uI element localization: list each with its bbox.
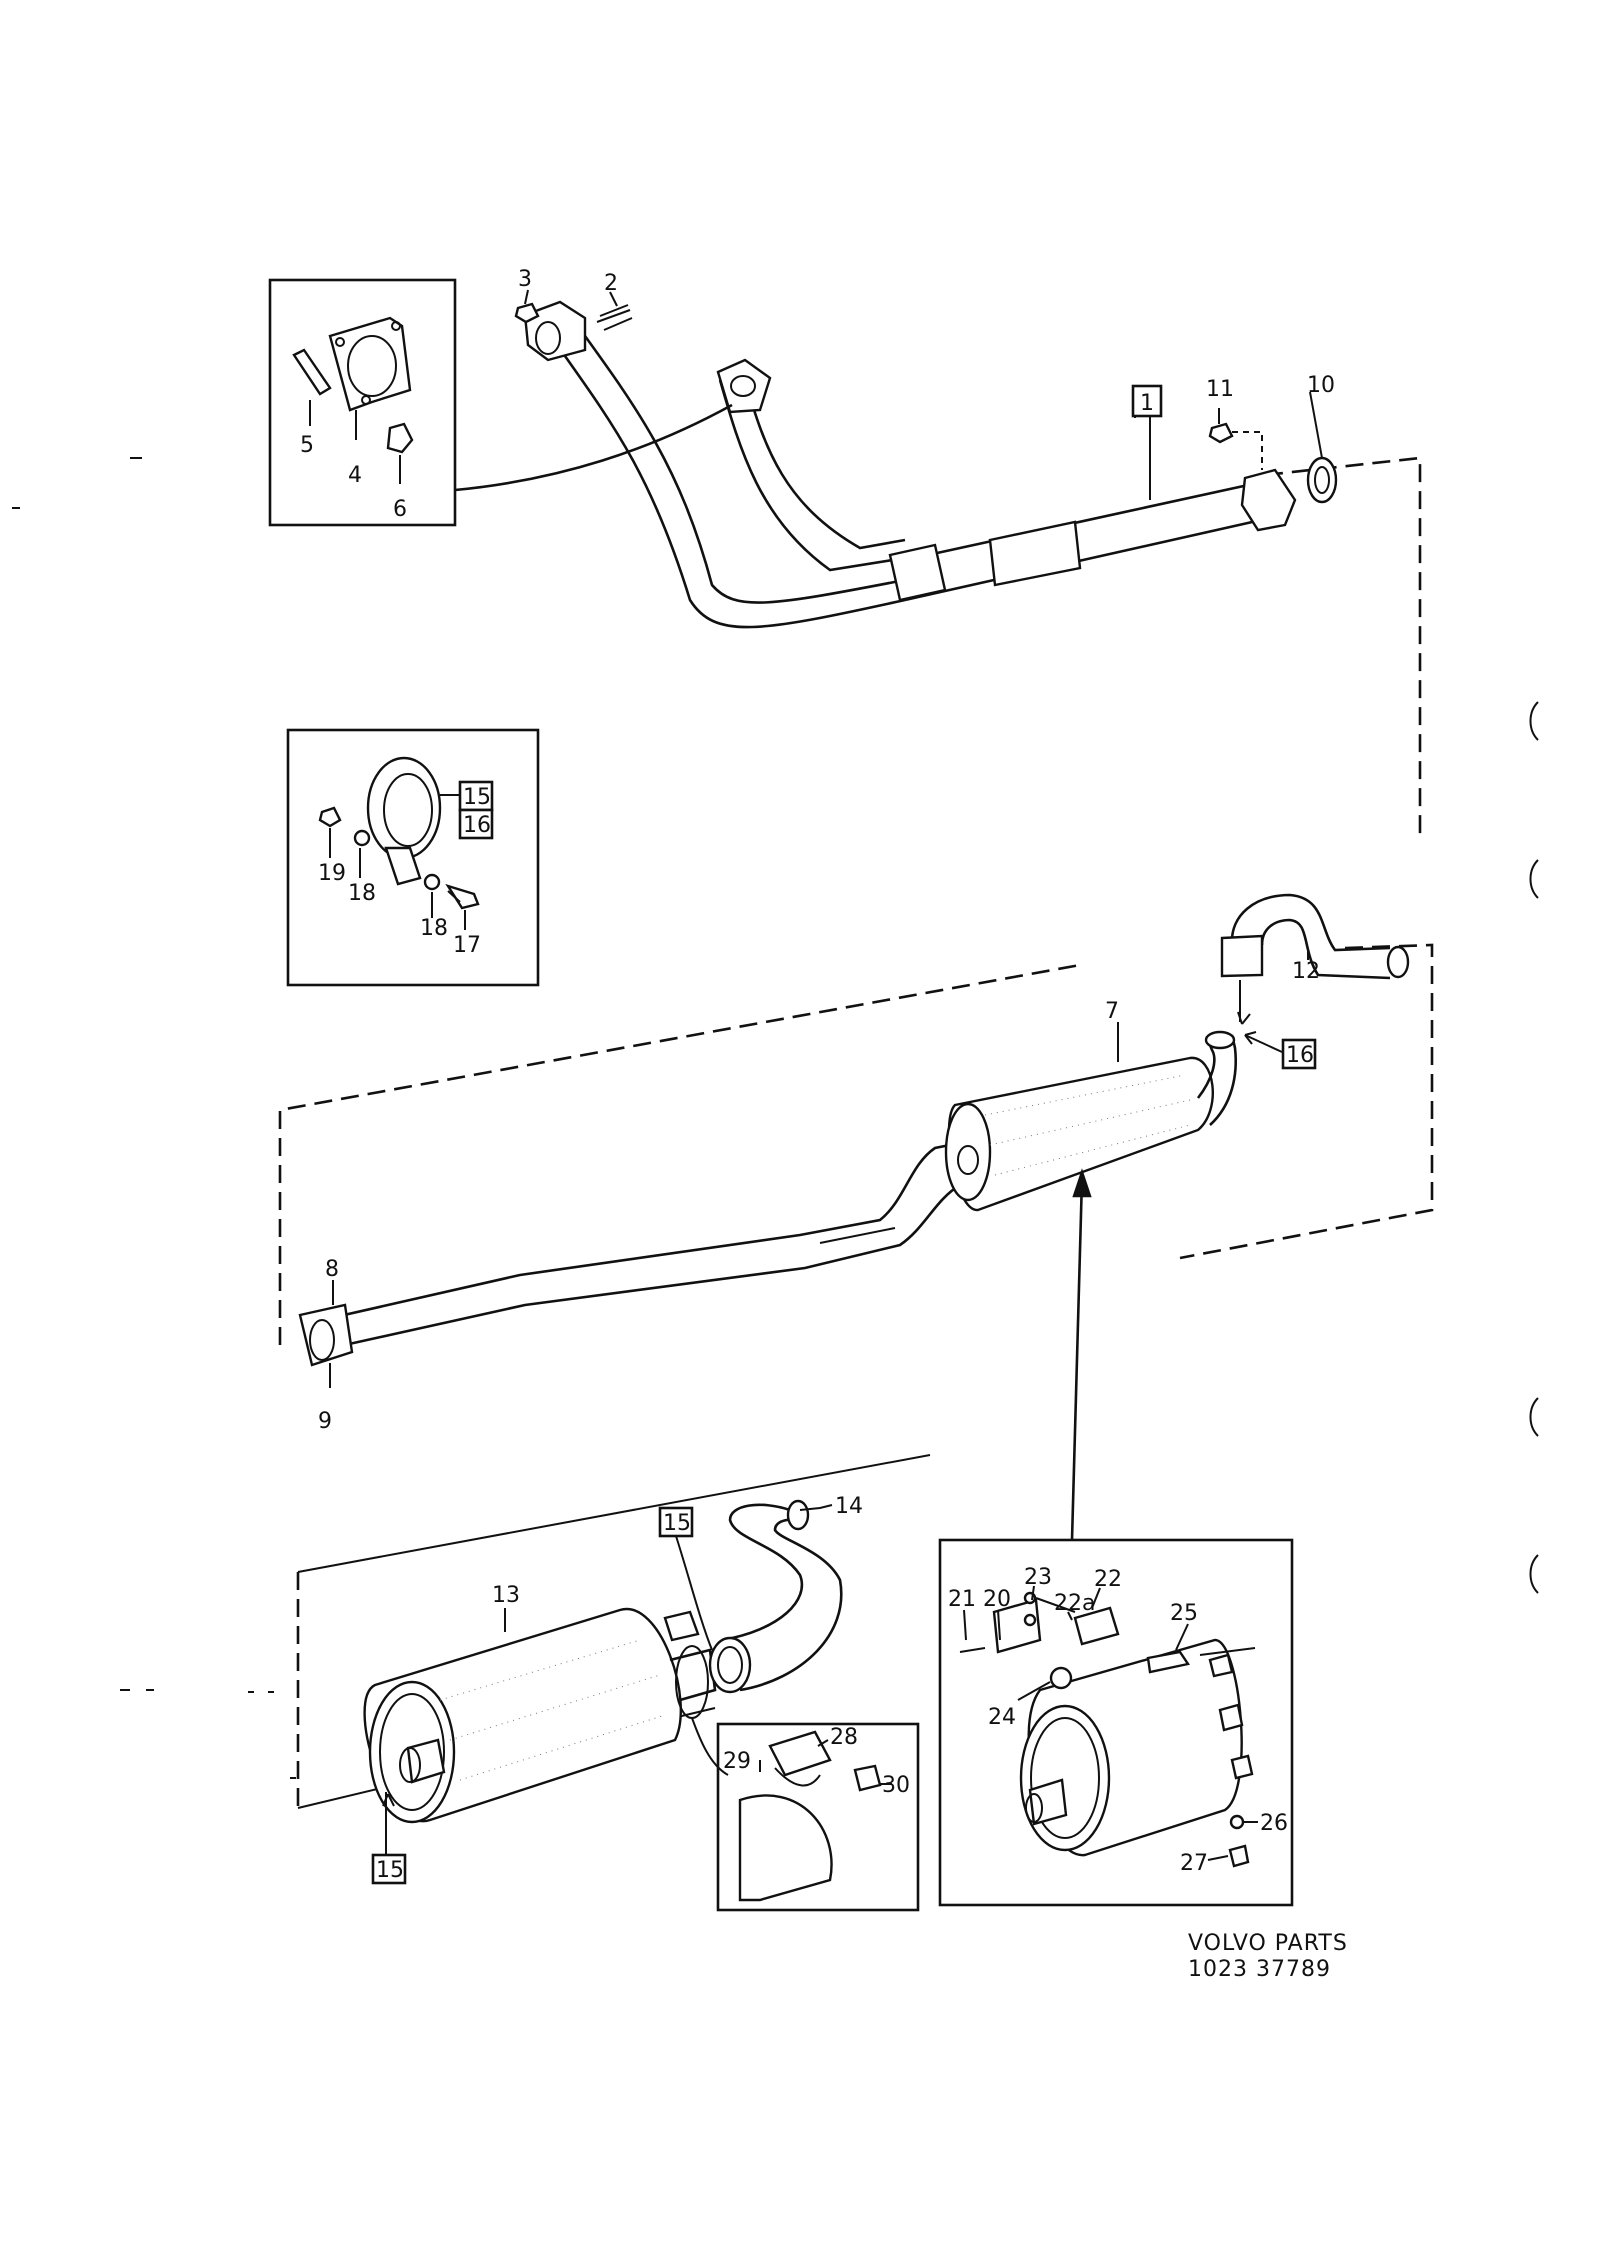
clip — [853, 1764, 882, 1792]
inset-hanger-detail: 29 28 30 — [691, 1717, 920, 1912]
inset-flange-detail: 5 4 6 — [268, 278, 733, 527]
clamp-lug — [384, 846, 422, 886]
callout-26: 26 — [1260, 1811, 1288, 1836]
footer-brand: VOLVO PARTS — [1188, 1931, 1348, 1956]
gasket-ring — [1306, 456, 1338, 504]
detail-arrow — [1070, 1177, 1084, 1541]
bolt — [1228, 1844, 1250, 1868]
callout-28: 28 — [830, 1725, 858, 1750]
washer — [423, 873, 441, 891]
binder-marks — [12, 457, 1539, 1779]
callout-16-pipe: 16 — [1286, 1043, 1314, 1068]
inset-connector-line — [454, 403, 733, 492]
callout-21: 21 — [948, 1587, 976, 1612]
front-pipe-section: 1 2 3 10 11 — [514, 267, 1422, 835]
callout-box-15 — [658, 1506, 694, 1538]
inset-muffler-mount-detail: 21 20 23 22a 22 25 24 26 27 — [938, 1538, 1294, 1907]
intermediate-pipe-section: 7 12 8 9 16 — [278, 893, 1434, 1541]
callout-2: 2 — [604, 271, 618, 296]
inset-clamp-detail: 15 16 19 18 18 17 — [286, 728, 540, 987]
callout-14: 14 — [835, 1494, 863, 1519]
bolt — [596, 309, 631, 323]
callout-29: 29 — [723, 1749, 751, 1774]
nut — [1208, 422, 1234, 444]
callout-30: 30 — [882, 1773, 910, 1798]
exhaust-flange — [716, 358, 772, 414]
callout-23: 23 — [1024, 1565, 1052, 1590]
callout-18: 18 — [348, 881, 376, 906]
pipe-end-flange — [1240, 468, 1297, 532]
pipe-hanger-bracket — [888, 543, 947, 602]
callout-22: 22 — [1094, 1567, 1122, 1592]
callout-15: 15 — [463, 785, 491, 810]
callout-box-16 — [458, 808, 494, 840]
callout-7: 7 — [1105, 999, 1119, 1024]
washer — [353, 829, 371, 847]
rubber-hanger — [768, 1730, 832, 1777]
nut — [386, 422, 414, 454]
exhaust-flange — [523, 300, 587, 362]
mounting-plate — [992, 1598, 1042, 1654]
callout-box-1 — [1131, 384, 1163, 418]
callout-1: 1 — [1140, 391, 1154, 416]
muffler-end — [738, 1794, 833, 1902]
mount-clip — [1146, 1650, 1190, 1674]
callout-8: 8 — [325, 1257, 339, 1282]
callout-6: 6 — [393, 497, 407, 522]
callout-box-15 — [458, 780, 494, 812]
stud — [292, 348, 332, 396]
callout-9: 9 — [318, 1409, 332, 1434]
callout-19: 19 — [318, 861, 346, 886]
footer-part-code: 1023 37789 — [1188, 1957, 1331, 1982]
callout-15-bottom: 15 — [376, 1858, 404, 1883]
pipe-clamp — [1220, 934, 1264, 978]
callout-18-second: 18 — [420, 916, 448, 941]
exhaust-clamp-ring — [366, 756, 442, 860]
callout-4: 4 — [348, 463, 362, 488]
callout-10: 10 — [1307, 373, 1335, 398]
callout-27: 27 — [1180, 1851, 1208, 1876]
nut — [514, 302, 540, 324]
pipe-clamp — [298, 1303, 354, 1367]
clamp — [663, 1610, 700, 1642]
callout-5: 5 — [300, 433, 314, 458]
footer-reference: VOLVO PARTS 1023 37789 — [1188, 1931, 1348, 1982]
callout-box-16 — [1281, 1038, 1317, 1070]
rear-muffler-section: 14 13 15 15 — [296, 1454, 931, 1885]
washer — [1229, 1814, 1245, 1830]
callout-13: 13 — [492, 1583, 520, 1608]
callout-3: 3 — [518, 267, 532, 292]
callout-20: 20 — [983, 1587, 1011, 1612]
grommet — [1049, 1666, 1073, 1690]
callout-16: 16 — [463, 813, 491, 838]
callout-11: 11 — [1206, 377, 1234, 402]
callout-box-15 — [371, 1853, 407, 1885]
nut — [318, 806, 342, 828]
callout-24: 24 — [988, 1705, 1016, 1730]
callout-25: 25 — [1170, 1601, 1198, 1626]
pipe-hanger-bracket — [988, 520, 1082, 587]
callout-17: 17 — [453, 933, 481, 958]
mounting-bracket — [1073, 1606, 1120, 1646]
callout-15-rear: 15 — [663, 1511, 691, 1536]
callout-22a: 22a — [1054, 1591, 1095, 1616]
callout-12: 12 — [1292, 959, 1320, 984]
